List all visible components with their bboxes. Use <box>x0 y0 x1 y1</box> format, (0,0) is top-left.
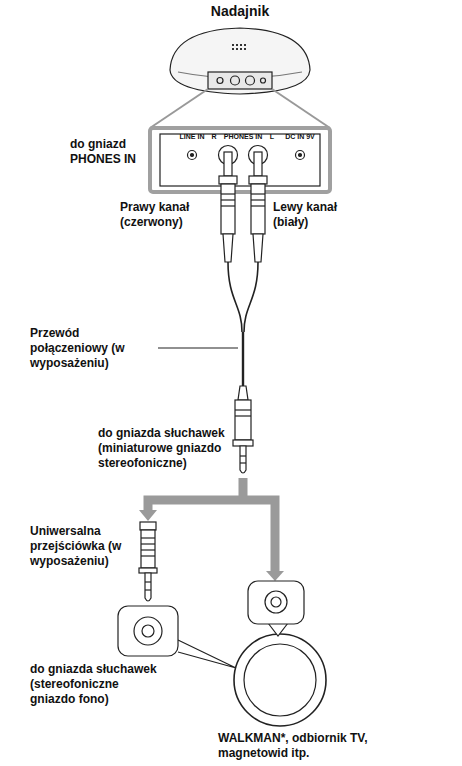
arrow-head <box>139 510 157 521</box>
transmitter-grille <box>232 44 246 50</box>
jack-label: PHONES IN <box>224 133 263 141</box>
device-lid <box>244 644 316 716</box>
panel-frame <box>150 128 330 192</box>
device-title: Nadajnik <box>190 4 290 19</box>
rca-plug <box>219 152 237 262</box>
jack-label: LINE IN <box>180 133 205 141</box>
jack-label: R <box>211 133 216 141</box>
cable <box>242 332 244 388</box>
leader-line <box>158 347 238 348</box>
jack <box>188 151 197 160</box>
zoom-line <box>272 89 330 128</box>
jack <box>261 78 266 83</box>
callout-pointer <box>268 623 288 636</box>
mini-plug <box>233 386 253 473</box>
jack <box>271 597 281 607</box>
channel-label: Prawy kanał (czerwony) <box>120 200 216 230</box>
jack <box>246 76 255 85</box>
jack <box>299 154 302 157</box>
part-label: Przewód połączeniowy (w wyposażeniu) <box>30 326 154 371</box>
panel-face <box>160 134 320 186</box>
callout-bubble <box>248 581 304 624</box>
arrow-head <box>266 571 284 581</box>
jack-panel: LINE IN R PHONES IN L DC IN 9V <box>150 128 330 192</box>
jack <box>134 617 162 645</box>
jack-label: L <box>270 133 274 141</box>
transmitter-body <box>170 28 310 94</box>
device <box>234 634 326 726</box>
zoom-line <box>150 89 208 128</box>
connection-note: do gniazd PHONES IN <box>70 137 148 167</box>
device-label: WALKMAN*, odbiornik TV, magnetowid itp. <box>218 731 383 761</box>
jack-label: DC IN 9V <box>285 133 315 141</box>
jack <box>296 151 305 160</box>
cable <box>228 262 242 332</box>
jack <box>265 591 287 613</box>
cable <box>244 262 258 332</box>
connection-note: do gniazda słuchawek (miniaturowe gniazd… <box>98 426 230 471</box>
direction-arrow <box>144 478 280 572</box>
connection-note: do gniazda słuchawek (stereofoniczne gni… <box>30 662 160 707</box>
jack <box>231 76 240 85</box>
channel-label: Lewy kanał (biały) <box>273 200 365 230</box>
jack <box>217 78 223 84</box>
adaptor <box>139 522 157 601</box>
jack <box>142 625 154 637</box>
rca-plug <box>249 152 267 262</box>
callout-pointer <box>178 640 236 668</box>
jack <box>191 154 194 157</box>
part-label: Uniwersalna przejściówka (w wyposażeniu) <box>30 524 136 569</box>
callout-bubble <box>118 606 178 656</box>
transmitter-panel <box>208 72 272 89</box>
